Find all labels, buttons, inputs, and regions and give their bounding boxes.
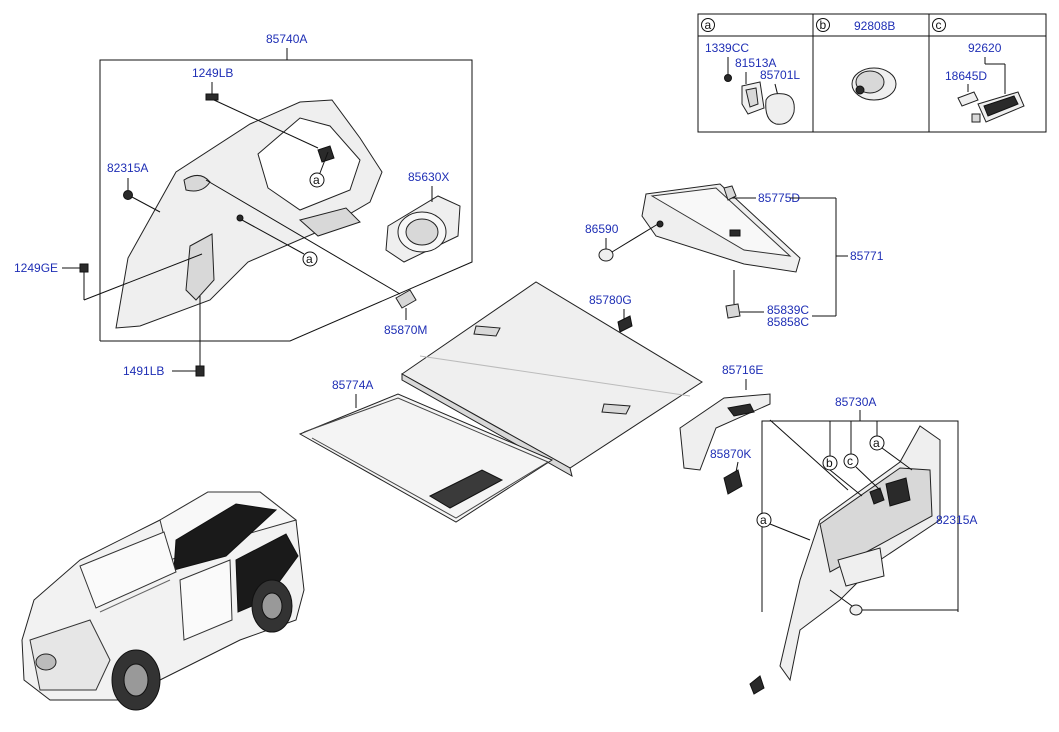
legend-c-lamp-icon [957, 91, 1025, 123]
luggage-cover-group: 85780G 85774A [298, 281, 703, 523]
callout-85858C: 85858C [767, 315, 809, 329]
legend-a-part-1: 1339CC [705, 41, 749, 55]
grommet-85870K [723, 469, 743, 495]
marker-b: b [826, 456, 833, 470]
callout-85730A: 85730A [835, 395, 876, 409]
grommet-85870M [395, 289, 417, 309]
callout-1491LB: 1491LB [123, 364, 164, 378]
marker-c: c [847, 454, 853, 468]
legend-box: a b 92808B c 92620 1339CC 81513A 85701L … [697, 13, 1047, 133]
callout-1249LB: 1249LB [192, 66, 233, 80]
callout-1249GE: 1249GE [14, 261, 58, 275]
right-quarter-trim-group: 85716E 85870K 85730A b c a a [679, 363, 977, 695]
legend-c-part-1: 18645D [945, 69, 987, 83]
transverse-panel-group: 85775D 85771 86590 85839C 85858C [585, 183, 884, 329]
callout-85740A: 85740A [266, 32, 307, 46]
callout-85870M: 85870M [384, 323, 427, 337]
marker-a-right-upper: a [873, 436, 880, 450]
marker-a-right-lower: a [760, 513, 767, 527]
legend-b-grommet-icon [851, 67, 897, 101]
legend-a-part-2: 81513A [735, 56, 776, 70]
callout-85771: 85771 [850, 249, 884, 263]
callout-85774A: 85774A [332, 378, 373, 392]
vehicle-illustration [21, 491, 305, 711]
callout-85870K: 85870K [710, 447, 751, 461]
legend-letter-a: a [705, 18, 712, 32]
callout-85780G: 85780G [589, 293, 632, 307]
callout-82315A-right: 82315A [936, 513, 977, 527]
callout-85775D: 85775D [758, 191, 800, 205]
callout-82315A-left: 82315A [107, 161, 148, 175]
luggage-net-85774A [298, 393, 554, 523]
marker-a-lower: a [306, 252, 313, 266]
legend-letter-c: c [936, 18, 942, 32]
callout-85630X: 85630X [408, 170, 449, 184]
legend-letter-b: b [820, 18, 827, 32]
legend-header-c: 92620 [968, 41, 1002, 55]
callout-85839C: 85839C [767, 303, 809, 317]
left-quarter-trim-group: 85740A 85630X 1249LB 82315A 1249GE [14, 32, 473, 378]
marker-a-upper: a [313, 173, 320, 187]
callout-86590: 86590 [585, 222, 619, 236]
legend-a-part-3: 85701L [760, 68, 800, 82]
legend-a-parts-icon [724, 74, 795, 125]
legend-header-b: 92808B [854, 19, 895, 33]
callout-85716E: 85716E [722, 363, 763, 377]
luggage-net-mesh [428, 469, 504, 509]
